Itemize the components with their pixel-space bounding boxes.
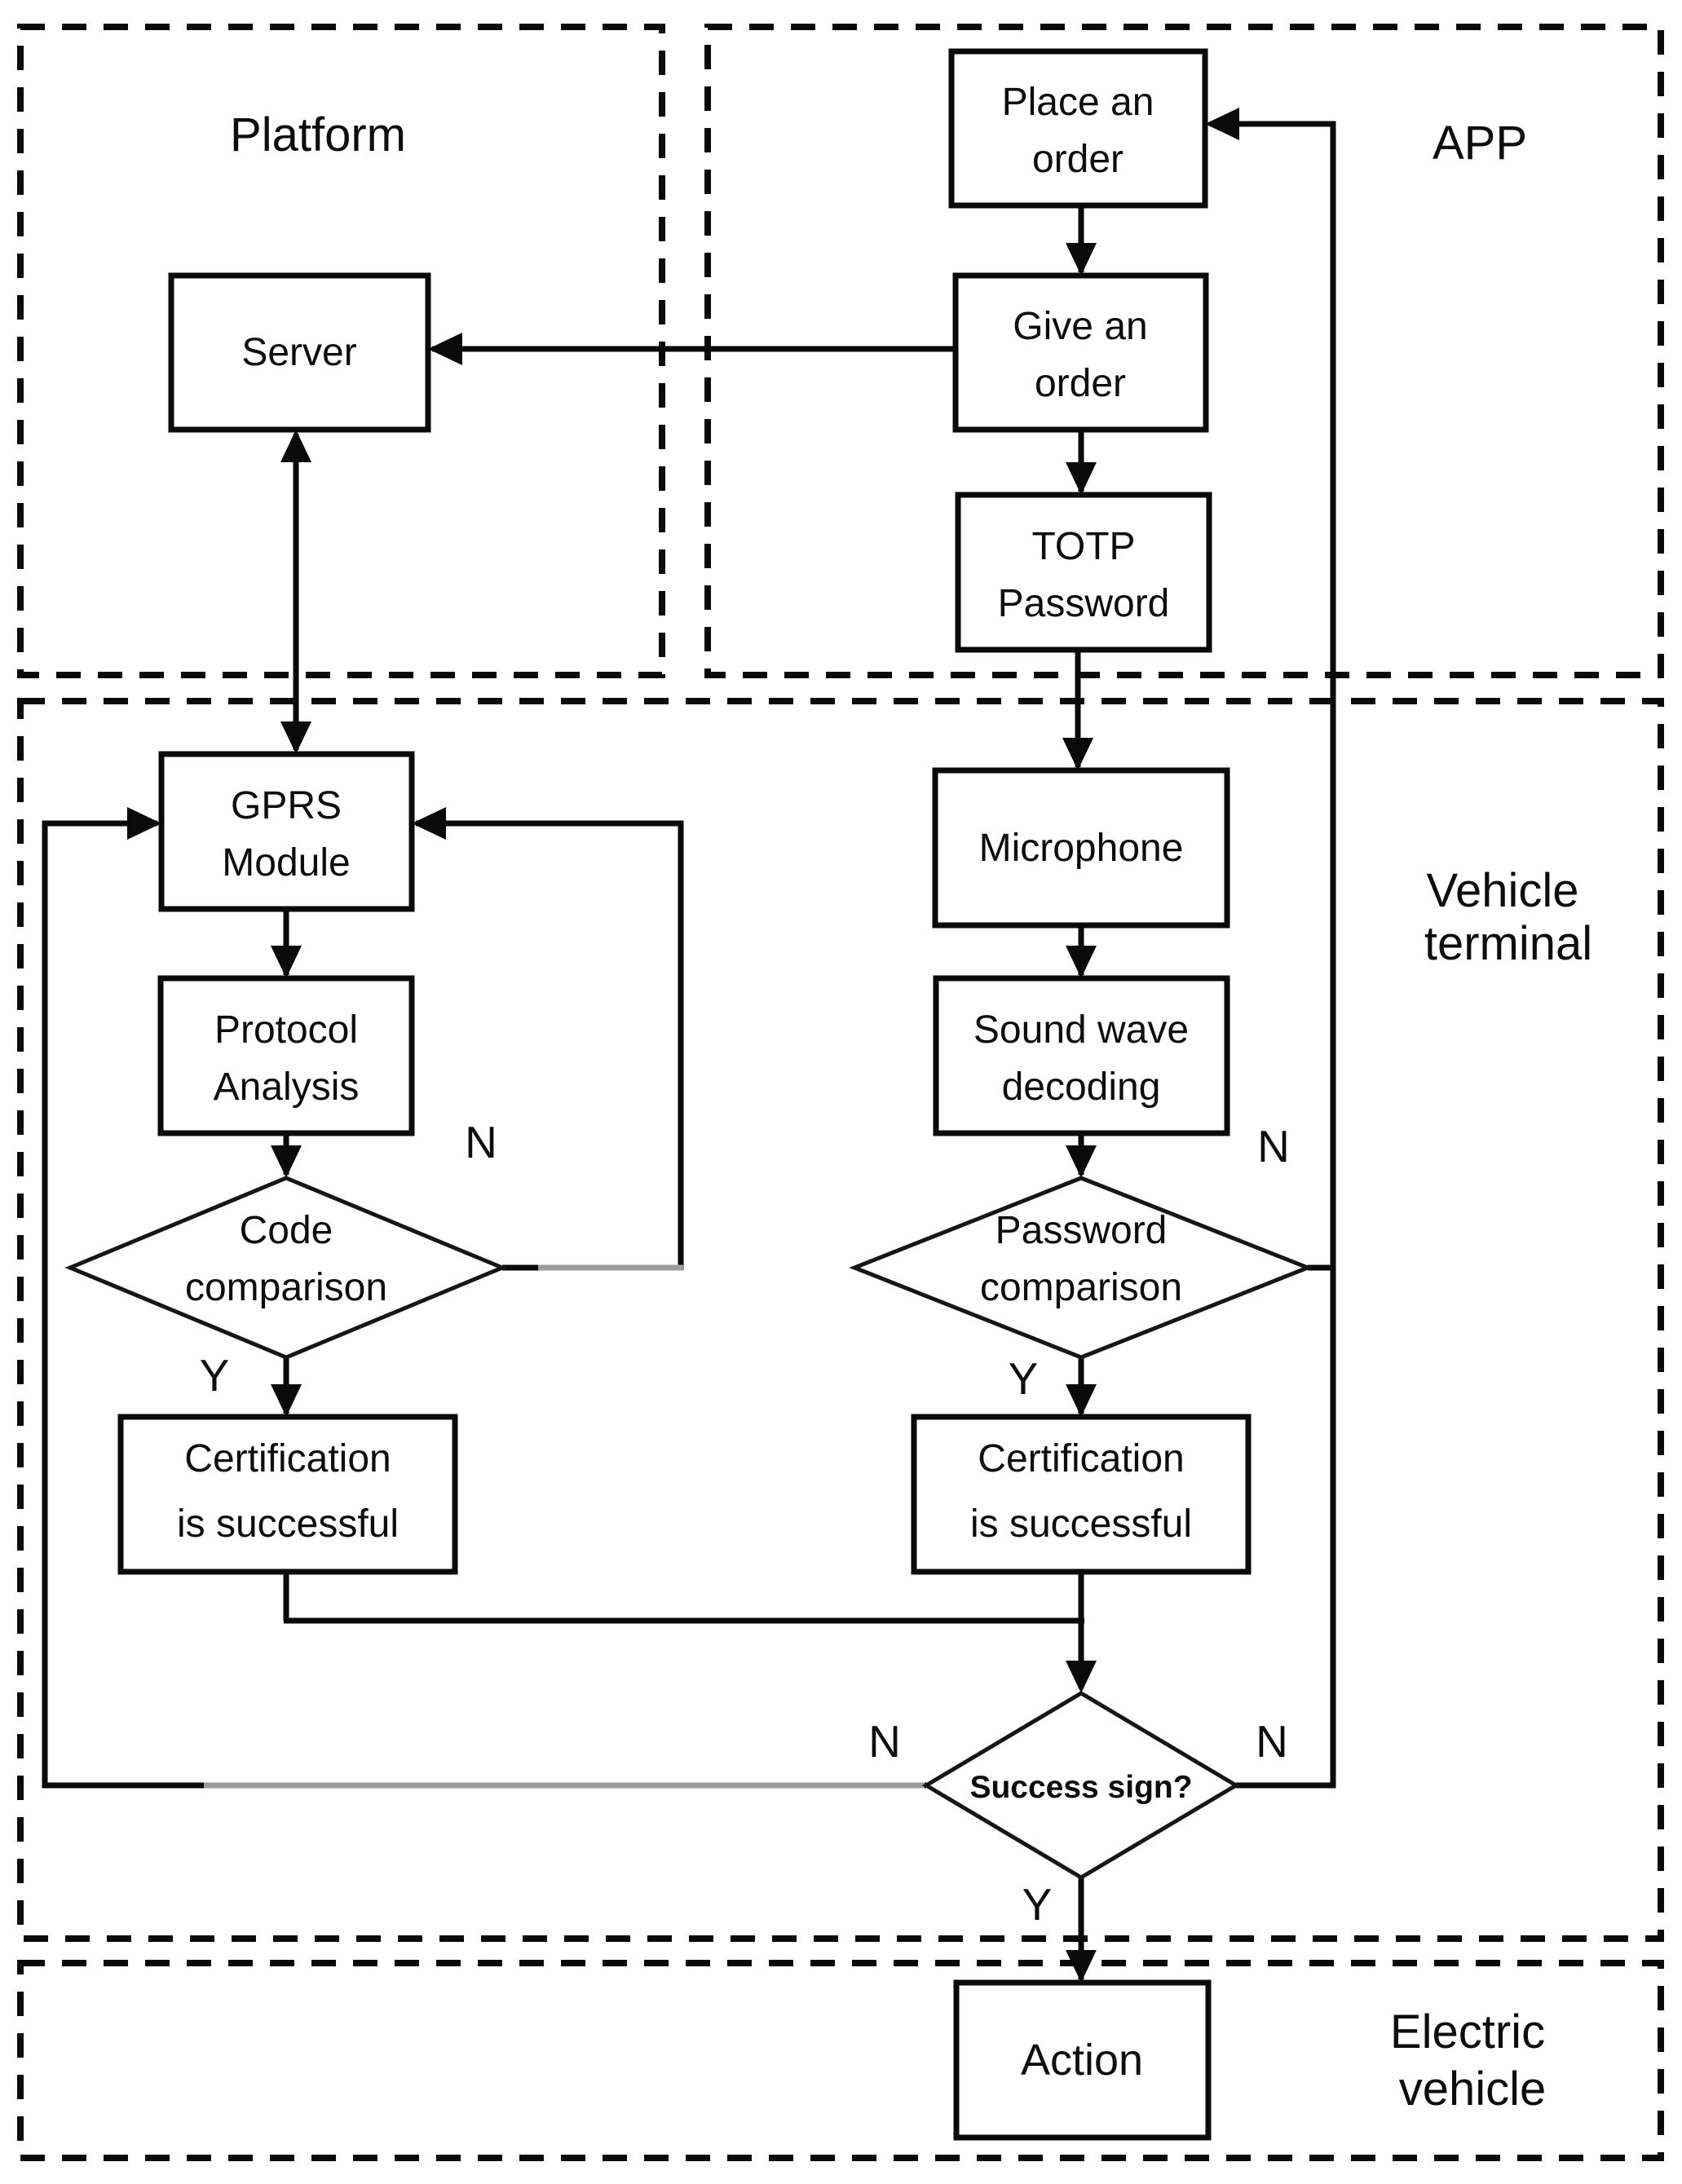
arrowhead-server-to-gprs — [280, 721, 311, 754]
action-label: Action — [1021, 2036, 1143, 2085]
action-box — [953, 1979, 1212, 2141]
arrowhead-feedback-to-place — [1205, 108, 1239, 140]
arrowhead-code-n-to-gprs — [412, 807, 446, 840]
arrowhead-give-to-server — [428, 333, 462, 365]
code-y-label: Y — [200, 1350, 230, 1401]
gprs-module-box — [158, 751, 415, 912]
place-order-label-line2: order — [1032, 138, 1124, 181]
electric-vehicle-label-line2: vehicle — [1399, 2063, 1547, 2116]
gprs-module-label-line1: GPRS — [231, 784, 342, 827]
electric-vehicle-region-border — [17, 1960, 1664, 2161]
place-order-box — [948, 48, 1208, 209]
protocol-analysis-label-line1: Protocol — [214, 1008, 358, 1052]
electric-vehicle-label-line1: Electric — [1390, 2005, 1545, 2058]
success-sign-diamond — [922, 1691, 1240, 1880]
vehicle-terminal-region-border — [17, 698, 1664, 1942]
success-y-label: Y — [1022, 1879, 1053, 1930]
arrowhead-sound-to-password — [1066, 1145, 1097, 1178]
arrowhead-gprs-to-protocol — [271, 946, 302, 978]
certification-left-label-line2: is successful — [177, 1502, 399, 1546]
arrowhead-success-n-to-gprs — [127, 807, 161, 840]
password-comparison-label-line1: Password — [996, 1209, 1168, 1252]
gprs-module-label-line2: Module — [222, 841, 350, 885]
arrowhead-code-to-certification — [271, 1384, 302, 1417]
microphone-label: Microphone — [979, 827, 1184, 870]
certification-right-label-line2: is successful — [970, 1502, 1192, 1546]
totp-password-box — [955, 492, 1212, 653]
sound-wave-decoding-box — [933, 975, 1230, 1136]
sound-wave-label-line2: decoding — [1002, 1066, 1161, 1109]
edge-code-n-loop — [416, 820, 684, 1271]
give-order-box — [952, 272, 1209, 433]
password-comparison-diamond — [849, 1176, 1313, 1360]
arrowhead-to-success-sign — [1066, 1661, 1097, 1693]
vehicle-terminal-label-line2: terminal — [1424, 917, 1592, 970]
certification-right-label-line1: Certification — [978, 1437, 1184, 1480]
arrowhead-success-to-action — [1066, 1950, 1097, 1983]
give-order-label-line2: order — [1035, 362, 1126, 405]
code-comparison-diamond — [64, 1176, 508, 1360]
password-comparison-label-line2: comparison — [980, 1266, 1182, 1309]
success-n-right-label: N — [1256, 1716, 1288, 1767]
arrowhead-give-to-totp — [1066, 462, 1097, 495]
totp-password-label-line1: TOTP — [1031, 525, 1135, 568]
platform-region-label: Platform — [230, 108, 406, 161]
certification-right-box — [911, 1414, 1252, 1575]
success-n-left-label: N — [868, 1716, 901, 1767]
totp-password-label-line2: Password — [998, 582, 1170, 625]
certification-left-box — [117, 1414, 458, 1575]
code-comparison-label-line2: comparison — [185, 1266, 387, 1309]
password-y-label: Y — [1009, 1353, 1039, 1404]
app-region-label: APP — [1433, 117, 1527, 170]
server-box — [168, 272, 431, 433]
place-order-label-line1: Place an — [1002, 81, 1154, 124]
arrowhead-password-to-certification — [1066, 1384, 1097, 1417]
arrowhead-place-to-give — [1066, 243, 1097, 276]
code-n-label: N — [465, 1117, 497, 1167]
microphone-box — [932, 767, 1230, 929]
arrowhead-gprs-to-server — [280, 430, 311, 462]
arrowhead-microphone-to-sound — [1066, 946, 1097, 978]
code-comparison-label-line1: Code — [240, 1209, 333, 1252]
password-n-label: N — [1257, 1121, 1290, 1171]
server-label: Server — [241, 331, 356, 374]
success-sign-label: Success sign? — [969, 1770, 1192, 1805]
sound-wave-label-line1: Sound wave — [973, 1008, 1189, 1052]
certification-left-label-line1: Certification — [184, 1437, 391, 1480]
give-order-label-line1: Give an — [1013, 305, 1147, 348]
protocol-analysis-label-line2: Analysis — [214, 1066, 360, 1109]
arrowhead-protocol-to-code — [271, 1145, 302, 1178]
protocol-analysis-box — [157, 975, 415, 1136]
vehicle-terminal-label-line1: Vehicle — [1426, 864, 1578, 917]
arrowhead-totp-to-microphone — [1062, 738, 1093, 770]
